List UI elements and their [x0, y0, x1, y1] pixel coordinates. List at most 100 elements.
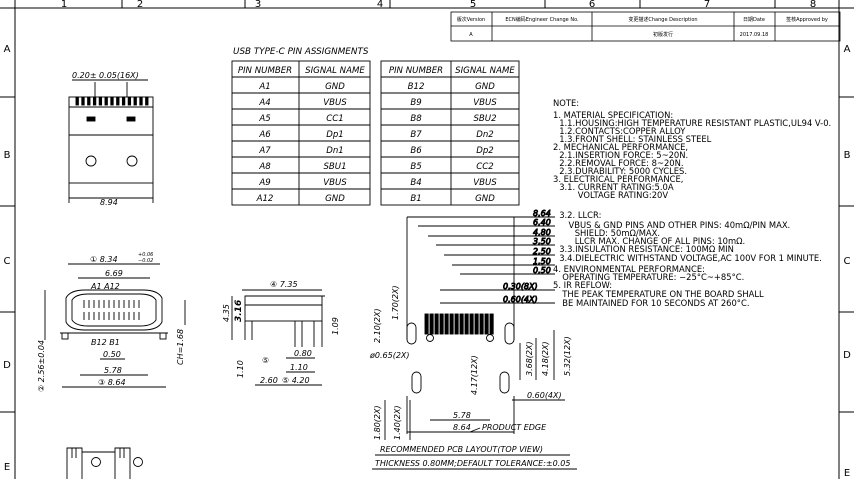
pcb-subcaption: THICKNESS 0.80MM;DEFAULT TOLERANCE:±0.05 [375, 459, 570, 468]
signal-name-cell: VBUS [473, 98, 497, 108]
side-length-dim: ④ 7.35 [270, 280, 298, 289]
pin-number-cell: B6 [410, 146, 422, 156]
note-line: 3.4.DIELECTRIC WITHSTAND VOLTAGE,AC 100V… [559, 253, 822, 263]
row-label-a-left: A [4, 44, 11, 55]
front-height-dim: ② 2.56±0.04 [37, 340, 46, 392]
side-h435-dim: 4.35 [222, 304, 231, 322]
note-line: 2.1.INSERTION FORCE: 5~20N. [559, 150, 688, 160]
note-line: BE MAINTAINED FOR 10 SECONDS AT 260°C. [562, 298, 749, 308]
pcb-top-dim: 1.50 [533, 257, 551, 266]
notes-block: NOTE: 1. MATERIAL SPECIFICATION: 1.1.HOU… [553, 98, 831, 308]
pin-table-title: USB TYPE-C PIN ASSIGNMENTS [233, 47, 369, 57]
top-view-pin [87, 96, 91, 106]
pcb-bottom-dim-578: 5.78 [453, 411, 471, 420]
rev-header-description: 变更描述Change Description [628, 16, 697, 23]
top-view-pin [81, 96, 85, 106]
pcb-top-dim: 0.60(4X) [503, 295, 538, 304]
side-d110b-dim: 1.10 [290, 363, 308, 372]
signal-name-cell: VBUS [473, 178, 497, 188]
pcb-top-dim: 0.30(8X) [503, 282, 538, 291]
signal-name-cell: VBUS [323, 98, 347, 108]
pcb-top-dim: 3.50 [533, 237, 551, 246]
col-label-7: 7 [704, 0, 710, 10]
pin-number-cell: A1 [258, 82, 270, 92]
pin-number-cell: B12 [408, 82, 425, 92]
pcb-layout-drawing: 8.646.404.803.502.501.500.50 0.30(8X) 0.60… [369, 209, 577, 470]
front-a-pin-label: A1 A12 [90, 282, 120, 291]
pin-table-header-signal: SIGNAL NAME [455, 66, 515, 76]
pcb-slot-right-lower [499, 371, 510, 394]
front-view-drawing: ① 8.34 +0.06 −0.02 6.69 A1 A12 B12 B1 0.… [37, 252, 186, 392]
pin-number-cell: B5 [410, 162, 421, 172]
front-ch-height-dim: CH=1.68 [176, 329, 185, 365]
note-line: 1.2.CONTACTS:COPPER ALLOY [559, 126, 686, 136]
row-label-c-right: C [844, 256, 851, 267]
pcb-pad [439, 313, 444, 335]
pcb-pad [449, 313, 454, 335]
rev-date: 2017.09.18 [740, 32, 769, 38]
front-b-pin-label: B12 B1 [91, 338, 120, 347]
side-h109-dim: 1.09 [331, 317, 340, 335]
row-label-c-left: C [4, 256, 11, 267]
pcb-pad [444, 313, 449, 335]
top-view-pitch-dim: 0.20± 0.05(16X) [72, 71, 139, 80]
bottom-view-right-hole [133, 457, 143, 467]
signal-name-cell: SBU1 [323, 162, 346, 172]
col-label-3: 3 [255, 0, 261, 10]
side-circle5: ⑤ [262, 356, 269, 365]
note-line: 2.2.REMOVAL FORCE: 8~20N. [559, 158, 683, 168]
signal-name-cell: Dn2 [476, 130, 494, 140]
note-line: 1. MATERIAL SPECIFICATION: [553, 110, 673, 120]
front-outer-dim: ① 8.34 [90, 255, 118, 264]
note-line: 2. MECHANICAL PERFORMANCE, [553, 142, 688, 152]
pcb-top-dim: 8.64 [533, 209, 551, 218]
pcb-pad [454, 313, 459, 335]
top-view-width-dim: 8.94 [100, 198, 118, 207]
pin-table-header-number: PIN NUMBER [389, 66, 443, 76]
rev-version: A [469, 32, 473, 38]
pin-number-cell: A4 [258, 98, 270, 108]
row-label-d-left: D [3, 360, 11, 371]
row-label-e-left: E [4, 462, 10, 473]
pin-number-cell: B9 [410, 98, 421, 108]
signal-name-cell: VBUS [323, 178, 347, 188]
note-line: 4. ENVIRONMENTAL PERFORMANCE: [553, 264, 705, 274]
col-label-6: 6 [589, 0, 595, 10]
front-dim-050: 0.50 [103, 350, 121, 359]
pin-number-cell: A7 [258, 146, 271, 156]
pin-table-header-signal: SIGNAL NAME [305, 66, 365, 76]
signal-name-cell: GND [325, 82, 345, 92]
pin-number-cell: B8 [410, 114, 422, 124]
pin-number-cell: B1 [410, 194, 421, 204]
pcb-top-dim: 6.40 [533, 218, 551, 227]
pin-number-cell: A12 [256, 194, 274, 204]
pcb-slot-right-upper [504, 322, 515, 345]
pcb-pad [434, 313, 439, 335]
pin-number-cell: B4 [410, 178, 421, 188]
pcb-top-dim: 4.80 [533, 228, 551, 237]
pcb-pad [469, 313, 474, 335]
pcb-bottom-left-dim-140: 1.40(2X) [393, 405, 402, 440]
note-line: SHIELD: 50mΩ/MAX. [575, 228, 660, 238]
signal-name-cell: Dn1 [326, 146, 344, 156]
top-view-pin [104, 96, 108, 106]
top-view-pin [127, 96, 132, 106]
pcb-hole-right [486, 334, 494, 342]
pcb-caption: RECOMMENDED PCB LAYOUT(TOP VIEW) [380, 445, 543, 454]
pin-assignment-tables: USB TYPE-C PIN ASSIGNMENTS PIN NUMBER SIG… [231, 47, 520, 206]
pcb-slot-dim: 0.60(4X) [527, 391, 562, 400]
col-label-5: 5 [470, 0, 476, 10]
side-h316-dim: 3.16 [234, 300, 244, 322]
note-line: THE PEAK TEMPERATURE ON THE BOARD SHALL [561, 289, 764, 299]
pcb-top-dim: 2.50 [533, 247, 551, 256]
row-label-d-right: D [843, 350, 851, 361]
pcb-hole-dim: ø0.65(2X) [369, 351, 410, 360]
pcb-slot-left-lower [411, 371, 422, 394]
pcb-mid-dim-368: 3.68(2X) [525, 341, 534, 376]
signal-name-cell: Dp2 [476, 146, 494, 156]
pcb-top-dim: 0.50 [533, 266, 551, 275]
note-line: 3.3.INSULATION RESISTANCE: 100MΩ MIN [559, 244, 734, 254]
